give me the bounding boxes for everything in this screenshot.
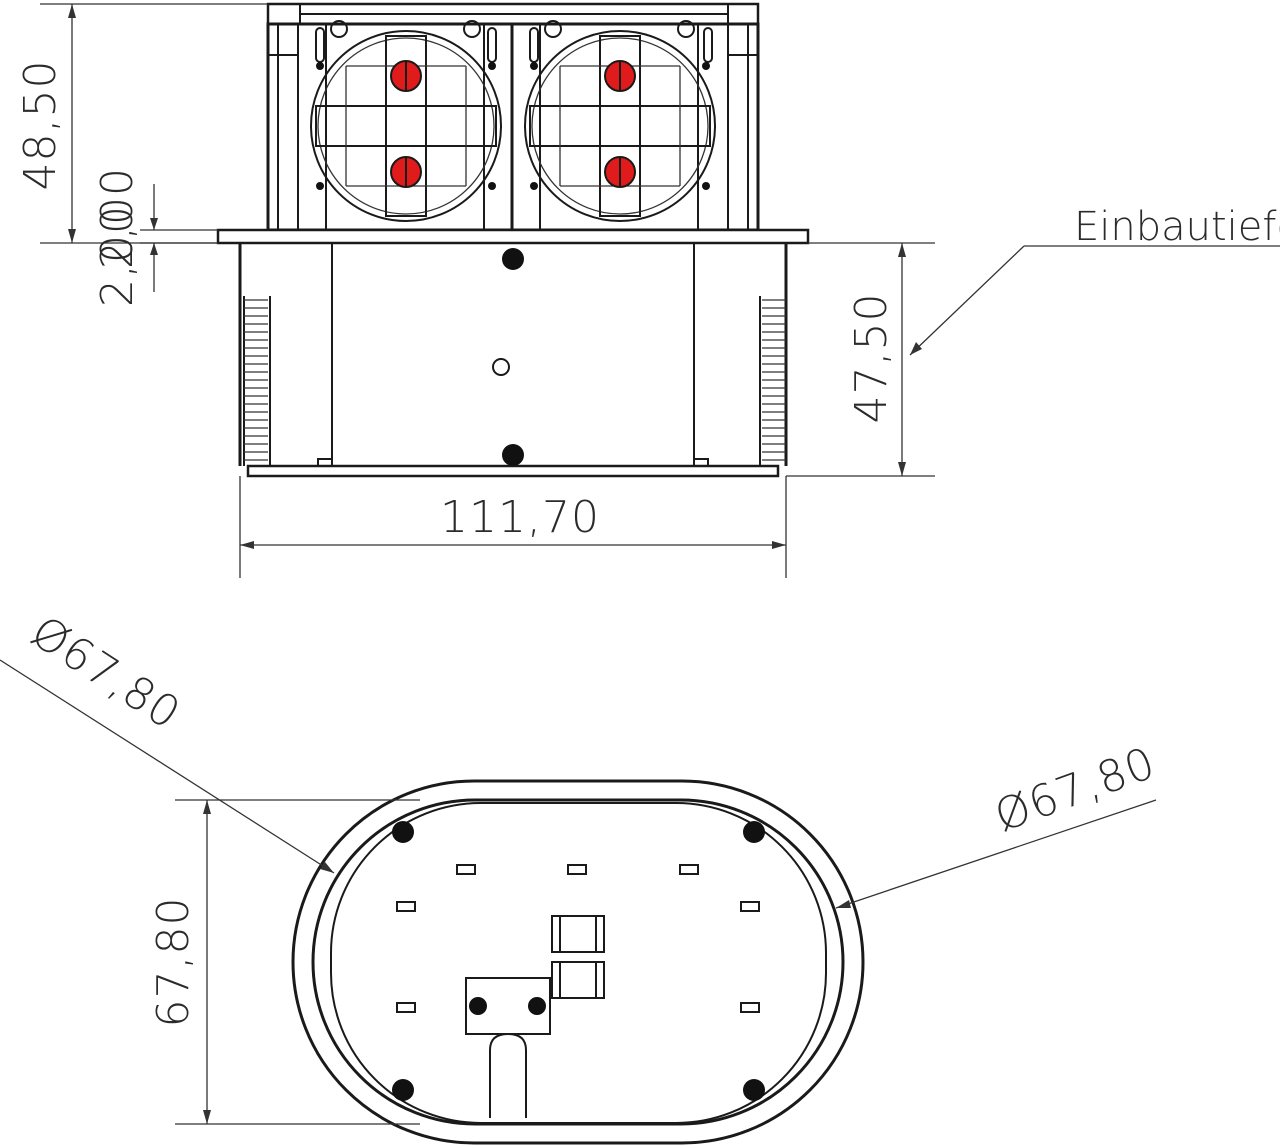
dimension-depth: 47,50 [786, 242, 935, 477]
flange [216, 228, 810, 245]
dimension-diameter-left-label: Ø67,80 [22, 606, 190, 740]
dimension-width-label: 111,70 [440, 492, 600, 543]
dimension-width: 111,70 [239, 476, 787, 578]
screw-icon [392, 1079, 414, 1101]
outer-oval [291, 779, 865, 1145]
dimension-diameter-left: Ø67,80 [0, 606, 335, 874]
screw-top-icon [502, 248, 524, 270]
serration-right [759, 296, 787, 466]
terminal-block [551, 915, 605, 953]
screw-icon [743, 1079, 765, 1101]
socket-left-ring [310, 30, 502, 222]
dimension-bottom-height-label: 67,80 [148, 897, 199, 1028]
dimension-diameter-right: Ø67,80 [835, 737, 1162, 909]
cable-entry [489, 1032, 527, 1118]
serration-left [243, 296, 271, 466]
dimension-flange-label: 2,00 [92, 167, 143, 269]
center-hole-icon [492, 358, 510, 376]
bottom-view [291, 779, 865, 1145]
screw-bottom-icon [502, 444, 524, 466]
socket-left [310, 20, 502, 231]
socket-right [524, 20, 716, 231]
dimension-flange-lower-label: 2,00 [92, 205, 143, 307]
side-view [216, 2, 810, 478]
installation-depth-label: Einbautiefe [1074, 204, 1280, 250]
dimension-depth-label: 47,50 [846, 293, 897, 424]
screw-icon [392, 821, 414, 843]
dimension-top-height-label: 48,50 [15, 60, 66, 191]
screw-icon [743, 821, 765, 843]
socket-right-ring [524, 30, 716, 222]
terminal-block [551, 961, 605, 999]
housing [238, 242, 788, 478]
dimension-flange: 2,00 2,00 [92, 167, 218, 307]
installation-depth-callout: Einbautiefe [909, 204, 1280, 356]
dimension-bottom-height: 67,80 [148, 799, 420, 1125]
dimension-top-height: 48,50 [15, 3, 268, 244]
